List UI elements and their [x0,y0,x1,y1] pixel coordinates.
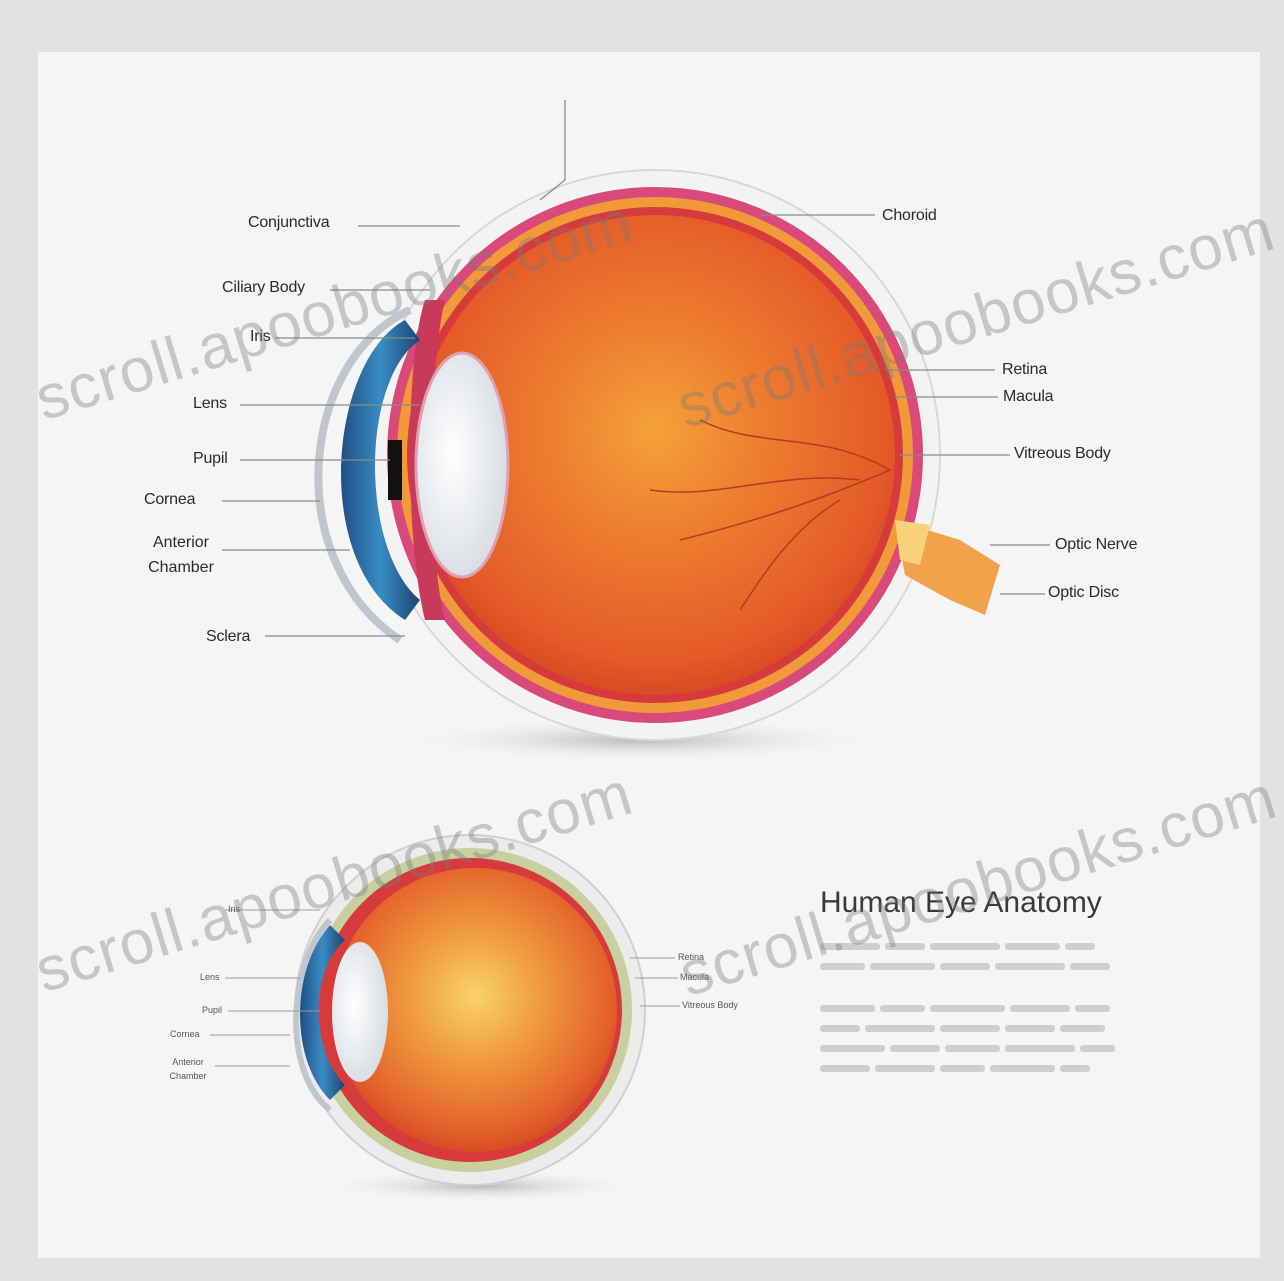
label-optic-disc: Optic Disc [1048,584,1119,602]
label-anterior-chamber: Anterior Chamber [136,530,226,580]
label-macula: Macula [1003,388,1053,406]
label-conjunctiva: Conjunctiva [248,214,329,232]
label-lens: Lens [193,395,227,413]
small-label-anterior-chamber: Anterior Chamber [163,1055,213,1083]
label-sclera: Sclera [206,628,250,646]
placeholder-text-block-2 [820,998,1160,1078]
label-cornea: Cornea [144,491,195,509]
small-label-pupil: Pupil [202,1005,222,1015]
label-retina: Retina [1002,361,1047,379]
label-optic-nerve: Optic Nerve [1055,536,1137,554]
small-label-cornea: Cornea [170,1029,200,1039]
small-label-lens: Lens [200,972,220,982]
label-vitreous-body: Vitreous Body [1014,445,1111,463]
label-choroid: Choroid [882,207,937,225]
label-pupil: Pupil [193,450,228,468]
